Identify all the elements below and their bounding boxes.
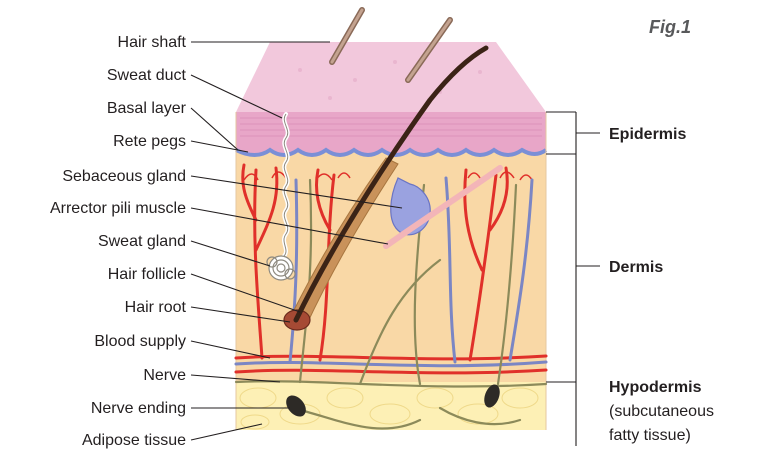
label-hair-shaft: Hair shaft xyxy=(118,34,187,51)
label-hair-follicle: Hair follicle xyxy=(108,266,186,283)
label-nerve-ending: Nerve ending xyxy=(91,400,186,417)
skin-block xyxy=(236,10,546,430)
hypodermis-layer xyxy=(236,380,546,430)
label-arrector-pili-muscle: Arrector pili muscle xyxy=(50,200,186,217)
label-rete-pegs: Rete pegs xyxy=(113,133,186,150)
layer-brackets xyxy=(546,112,600,446)
label-hair-root: Hair root xyxy=(125,299,187,316)
label-sweat-gland: Sweat gland xyxy=(98,233,186,250)
label-nerve: Nerve xyxy=(143,367,186,384)
figure-label: Fig.1 xyxy=(649,17,691,37)
label-dermis: Dermis xyxy=(609,259,663,276)
label-epidermis: Epidermis xyxy=(609,126,686,143)
label-basal-layer: Basal layer xyxy=(107,100,187,117)
label-hypodermis-note-1: (subcutaneous xyxy=(609,403,714,420)
label-hypodermis-note-2: fatty tissue) xyxy=(609,427,691,444)
label-hypodermis: Hypodermis xyxy=(609,379,702,396)
label-sweat-duct: Sweat duct xyxy=(107,67,187,84)
label-adipose-tissue: Adipose tissue xyxy=(82,432,186,449)
label-blood-supply: Blood supply xyxy=(94,333,186,350)
skin-surface xyxy=(236,42,546,112)
label-sebaceous-gland: Sebaceous gland xyxy=(62,168,186,185)
